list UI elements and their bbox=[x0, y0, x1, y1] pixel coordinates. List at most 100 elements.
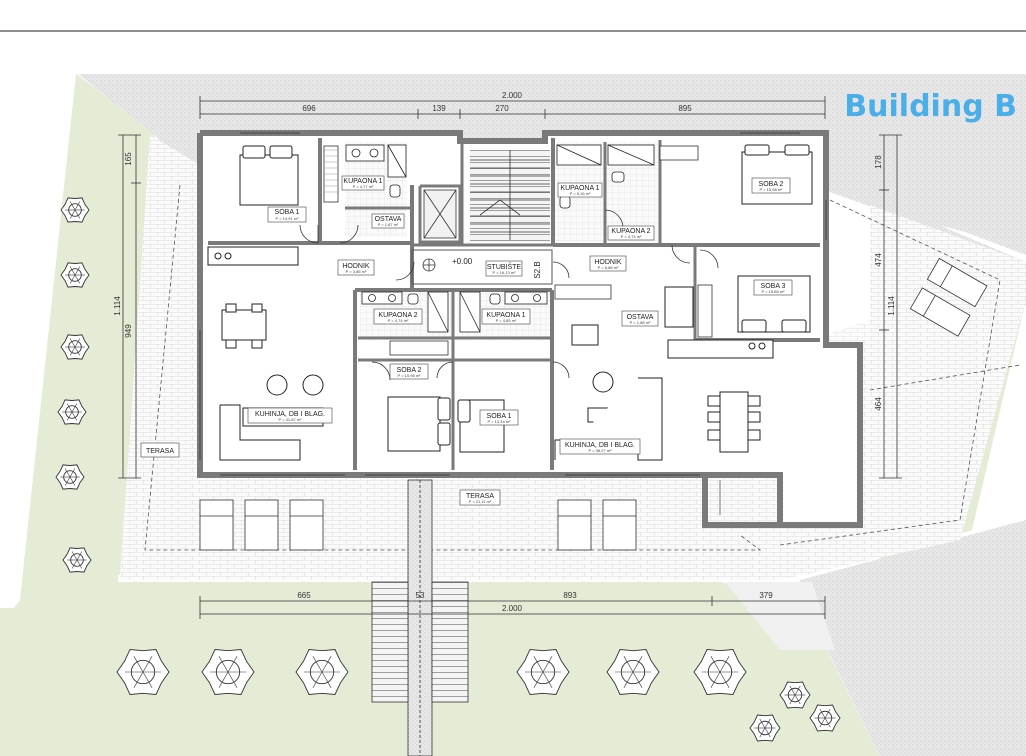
room-hodnik-right: HODNIK P = 6,86 m² bbox=[589, 255, 627, 272]
room-kupaona1-mid: KUPAONA 1 P = 4,85 m² bbox=[481, 308, 531, 325]
room-name: HODNIK bbox=[342, 263, 370, 270]
tree-icon bbox=[60, 334, 90, 360]
dim-bottom-segment: 893 bbox=[563, 591, 577, 600]
dim-left-segment: 165 bbox=[124, 152, 133, 166]
room-name: TERASA bbox=[466, 493, 494, 500]
room-kupaona1-top: KUPAONA 1 P = 4,77 m² bbox=[341, 175, 385, 191]
room-area: P = 4,85 m² bbox=[496, 318, 517, 323]
tree-icon bbox=[809, 704, 841, 732]
room-labels: SOBA 1 P = 13,91 m² KUPAONA 1 P = 4,77 m… bbox=[140, 175, 793, 506]
tree-icon bbox=[201, 649, 255, 695]
sun-loungers bbox=[199, 257, 988, 551]
level-value: +0.00 bbox=[452, 257, 473, 266]
room-kupaona2-mid: KUPAONA 2 P = 4,74 m² bbox=[373, 308, 423, 325]
room-name: SOBA 2 bbox=[397, 367, 422, 374]
windows bbox=[199, 132, 827, 476]
trees bbox=[55, 197, 841, 742]
stair-core bbox=[423, 150, 550, 240]
room-name: SOBA 1 bbox=[487, 413, 512, 420]
room-name: KUPAONA 2 bbox=[611, 228, 650, 235]
tree-icon bbox=[116, 649, 170, 695]
dim-top-segment: 139 bbox=[432, 104, 446, 113]
room-soba3-right: SOBA 3 P = 15,85 m² bbox=[753, 279, 793, 296]
dimension-labels: 2.000 696 139 270 895 665 53 893 379 2.0… bbox=[113, 91, 896, 613]
dimension-lines bbox=[118, 96, 902, 619]
dim-right-segment: 474 bbox=[874, 253, 883, 267]
outer-wall bbox=[197, 130, 863, 528]
room-name: OSTAVA bbox=[627, 314, 654, 321]
doors bbox=[299, 209, 719, 381]
dim-right-total: 1.114 bbox=[887, 296, 896, 316]
room-area: P = 15,98 m² bbox=[760, 187, 784, 192]
terrace-boundary bbox=[144, 184, 1021, 551]
room-name: KUPAONA 1 bbox=[343, 178, 382, 185]
room-area: P = 6,86 m² bbox=[598, 265, 619, 270]
room-soba1-left: SOBA 1 P = 13,91 m² bbox=[267, 206, 307, 223]
tree-icon bbox=[62, 547, 92, 573]
dim-right-segment: 464 bbox=[874, 397, 883, 411]
tree-icon bbox=[693, 649, 747, 695]
room-area: P = 5,16 m² bbox=[570, 191, 591, 196]
dim-bottom-segment: 379 bbox=[759, 591, 773, 600]
room-kuhinja-right: KUHINJA, DB I BLAG. P = 38,27 m² bbox=[559, 438, 641, 455]
room-name: KUHINJA, DB I BLAG. bbox=[565, 442, 635, 449]
room-name: STUBIŠTE bbox=[487, 262, 522, 271]
room-name: KUPAONA 2 bbox=[378, 312, 417, 319]
tree-icon bbox=[295, 649, 349, 695]
dim-left-total: 1.114 bbox=[113, 296, 122, 316]
building-title: Building B bbox=[844, 89, 1017, 124]
room-area: P = 1,87 m² bbox=[378, 222, 399, 227]
room-area: P = 15,85 m² bbox=[762, 289, 786, 294]
room-name: OSTAVA bbox=[375, 216, 402, 223]
room-area: P = 38,27 m² bbox=[589, 448, 613, 453]
room-area: P = 13,91 m² bbox=[276, 216, 300, 221]
tree-icon bbox=[779, 681, 811, 709]
room-name: HODNIK bbox=[594, 259, 622, 266]
dim-right-segment: 178 bbox=[874, 155, 883, 169]
dim-bottom-segment: 665 bbox=[297, 591, 311, 600]
dim-top-segment: 895 bbox=[678, 104, 692, 113]
stair-marker: S2.B bbox=[533, 261, 542, 278]
dim-bottom-segment: 53 bbox=[416, 591, 425, 600]
tree-icon bbox=[516, 649, 570, 695]
room-area: P = 3,86 m² bbox=[346, 269, 367, 274]
room-area: P = 4,77 m² bbox=[353, 184, 374, 189]
room-soba1-mid: SOBA 1 P = 12,34 m² bbox=[479, 409, 519, 426]
access-stairs bbox=[371, 479, 469, 756]
wardrobes bbox=[323, 145, 713, 356]
tree-icon bbox=[606, 649, 660, 695]
room-name: KUPAONA 1 bbox=[486, 312, 525, 319]
level-marker: +0.00 S2.B bbox=[422, 257, 542, 279]
room-soba2-mid: SOBA 2 P = 15,98 m² bbox=[389, 363, 429, 380]
tree-icon bbox=[749, 714, 781, 742]
sanitary bbox=[345, 144, 655, 333]
room-area: P = 4,74 m² bbox=[621, 234, 642, 239]
room-area: P = 16,13 m² bbox=[493, 270, 517, 275]
tree-icon bbox=[57, 399, 87, 425]
room-area: P = 31,87 m² bbox=[279, 417, 303, 422]
room-kuhinja-left: KUHINJA, DB I BLAG. P = 31,87 m² bbox=[247, 407, 333, 424]
dim-left-segment: 949 bbox=[124, 324, 133, 338]
dim-bottom-total: 2.000 bbox=[502, 604, 523, 613]
dim-top-segment: 696 bbox=[302, 104, 316, 113]
room-terasa-bottom: TERASA P = 21,11 m² bbox=[459, 489, 501, 506]
room-ostava-left: OSTAVA P = 1,87 m² bbox=[371, 213, 405, 229]
room-name: TERASA bbox=[146, 448, 174, 455]
room-name: KUPAONA 1 bbox=[560, 185, 599, 192]
room-area: P = 21,11 m² bbox=[469, 499, 492, 504]
room-terasa-left: TERASA bbox=[140, 442, 180, 458]
dim-top-segment: 270 bbox=[495, 104, 509, 113]
room-area: P = 12,34 m² bbox=[488, 419, 512, 424]
room-name: SOBA 3 bbox=[761, 283, 786, 290]
room-area: P = 4,74 m² bbox=[388, 318, 409, 323]
tree-icon bbox=[60, 262, 90, 288]
room-name: KUHINJA, DB I BLAG. bbox=[255, 411, 325, 418]
room-area: P = 1,88 m² bbox=[630, 320, 651, 325]
tree-icon bbox=[60, 197, 90, 223]
room-kupaona1-right: KUPAONA 1 P = 5,16 m² bbox=[557, 182, 603, 198]
room-name: SOBA 2 bbox=[759, 181, 784, 188]
dim-top-total: 2.000 bbox=[502, 91, 523, 100]
room-stubiste: STUBIŠTE P = 16,13 m² bbox=[485, 260, 523, 277]
